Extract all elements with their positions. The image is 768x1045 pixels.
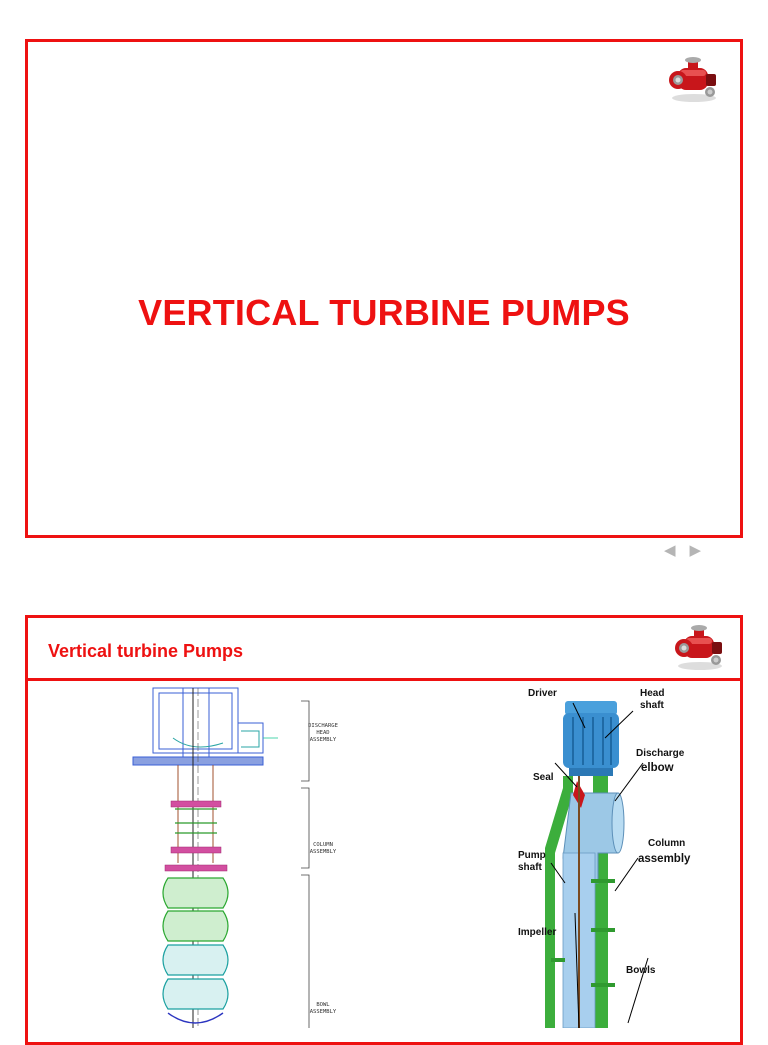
triangle-left-icon[interactable]: ◀ bbox=[664, 542, 690, 559]
head-shaft-label: Head shaft bbox=[640, 688, 665, 711]
elbow-label: elbow bbox=[641, 762, 674, 774]
discharge-label: Discharge bbox=[636, 748, 685, 759]
driver-label: Driver bbox=[528, 688, 557, 699]
triangle-right-icon[interactable]: ▶ bbox=[689, 542, 716, 559]
bowl-assembly-label: BOWL ASSEMBLY bbox=[309, 1002, 337, 1015]
pump-3d-illustration bbox=[545, 701, 649, 1028]
impeller-label: Impeller bbox=[518, 927, 557, 938]
column-label: Column bbox=[648, 838, 686, 849]
cad-cross-section-drawing bbox=[132, 687, 310, 1028]
assembly-label: assembly bbox=[638, 853, 691, 865]
slide-heading: Vertical turbine Pumps bbox=[48, 641, 244, 661]
slide-navigation: ◀▶ bbox=[664, 541, 715, 559]
column-assembly-label: COLUMN ASSEMBLY bbox=[309, 842, 337, 855]
content-slide: Vertical turbine Pumps bbox=[25, 615, 743, 1045]
pump-shaft-label: Pump shaft bbox=[518, 850, 546, 873]
red-pump-icon bbox=[675, 625, 722, 670]
bowls-label: Bowls bbox=[626, 965, 656, 976]
red-pump-icon bbox=[669, 57, 716, 102]
title-slide: VERTICAL TURBINE PUMPS bbox=[25, 39, 743, 538]
slide-header: Vertical turbine Pumps bbox=[28, 618, 740, 681]
seal-label: Seal bbox=[533, 772, 554, 783]
slide-title: VERTICAL TURBINE PUMPS bbox=[138, 292, 630, 333]
discharge-head-label: DISCHARGE HEAD ASSEMBLY bbox=[308, 723, 338, 743]
